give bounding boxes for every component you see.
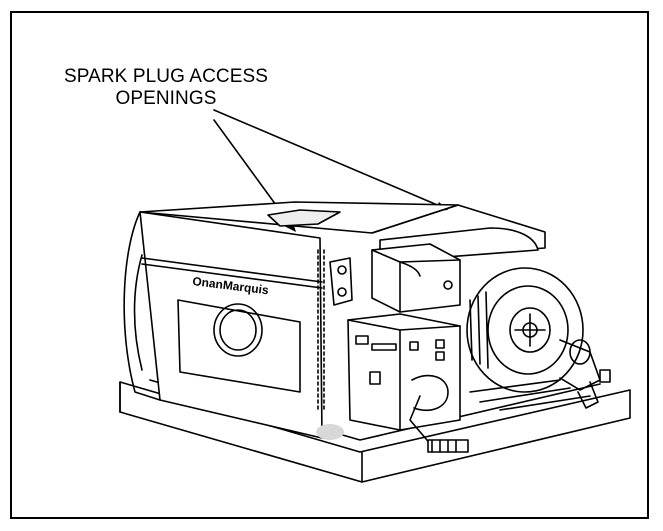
callout-line-1: SPARK PLUG ACCESS: [63, 66, 269, 87]
leader-arrow-right: [213, 109, 443, 208]
generator-housing: [123, 201, 459, 439]
engine-assembly: [329, 204, 611, 453]
spark-plug-callout-label: SPARK PLUG ACCESS OPENINGS: [40, 66, 292, 110]
shading-smudge: [316, 424, 344, 440]
callout-line-2: OPENINGS: [115, 88, 217, 109]
